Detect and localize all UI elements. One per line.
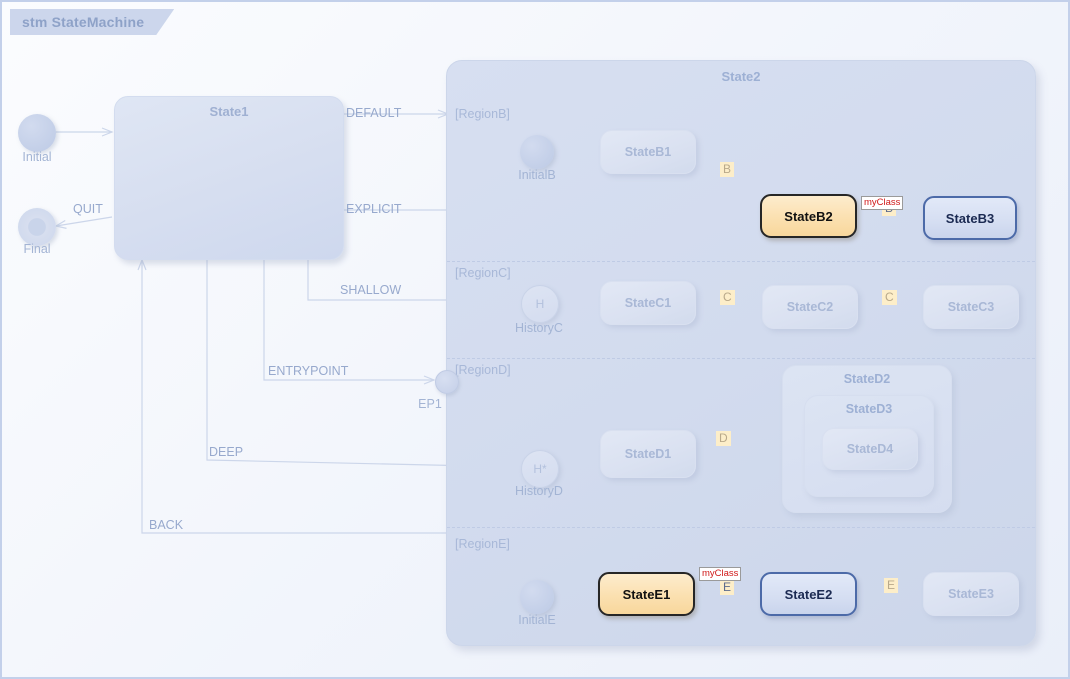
transition-label-explicit: EXPLICIT [346,202,402,216]
state-statec2-label: StateC2 [786,300,834,314]
state-state2-label: State2 [721,69,761,84]
state-stateb2[interactable]: StateB2 [760,194,857,238]
transition-label-default: DEFAULT [346,106,402,120]
state-stated1-label: StateD1 [624,447,672,461]
transition-label-quit: QUIT [73,202,103,216]
pseudostate-initial-e[interactable] [520,580,554,614]
transition-label-deep: DEEP [209,445,244,459]
state-statec1-label: StateC1 [624,296,672,310]
tooltip-myclass-b: myClass [861,196,904,210]
state-statec3-label: StateC3 [947,300,995,314]
transition-label-back: BACK [149,518,184,532]
transition-label-entrypoint: ENTRYPOINT [268,364,349,378]
diagram-header-tab: stm StateMachine [10,9,174,35]
region-label-e: [RegionE] [455,537,510,551]
region-divider-b-c [447,261,1035,262]
region-label-c: [RegionC] [455,266,511,280]
pseudostate-initial-b[interactable] [520,135,554,169]
state-statee2-label: StateE2 [784,586,833,602]
history-d-glyph: H* [533,462,547,476]
event-chip-c2: C [882,290,897,305]
event-chip-c1: C [720,290,735,305]
pseudostate-initial-e-label: InitialE [518,613,556,627]
state-stateb2-label: StateB2 [784,208,833,224]
pseudostate-history-c-label: HistoryC [515,321,563,335]
region-label-b: [RegionB] [455,107,510,121]
history-c-glyph: H [535,297,545,311]
state-stated4[interactable]: StateD4 [822,428,918,470]
pseudostate-entry-ep1-label: EP1 [418,397,442,411]
state-statec3[interactable]: StateC3 [923,285,1019,329]
state-statee3[interactable]: StateE3 [923,572,1019,616]
state-stateb3[interactable]: StateB3 [923,196,1017,240]
pseudostate-history-d[interactable]: H* [521,450,559,488]
state-state1-label: State1 [209,104,249,119]
transition-label-shallow: SHALLOW [340,283,402,297]
pseudostate-initial[interactable] [18,114,56,152]
region-label-d: [RegionD] [455,363,511,377]
state-stateb1-label: StateB1 [624,145,672,159]
pseudostate-final-label: Final [23,242,51,256]
pseudostate-final[interactable] [18,208,56,246]
state-statee1-label: StateE1 [622,586,671,602]
state-stated4-label: StateD4 [846,442,894,456]
event-chip-d1: D [716,431,731,446]
event-chip-b1: B [720,162,735,177]
state-state1[interactable]: State1 [114,96,344,260]
state-stateb3-label: StateB3 [945,210,995,226]
state-statec1[interactable]: StateC1 [600,281,696,325]
tooltip-myclass-e: myClass [699,567,742,581]
event-chip-e1: E [720,580,735,595]
state-statee3-label: StateE3 [948,587,994,601]
region-divider-d-e [447,527,1035,528]
state-stateb1[interactable]: StateB1 [600,130,696,174]
state-stated2-label: StateD2 [843,372,891,386]
state-statee1[interactable]: StateE1 [598,572,695,616]
region-divider-c-d [447,358,1035,359]
pseudostate-initial-b-label: InitialB [518,168,556,182]
pseudostate-history-c[interactable]: H [521,285,559,323]
pseudostate-history-d-label: HistoryD [515,484,563,498]
state-stated1[interactable]: StateD1 [600,430,696,478]
state-statec2[interactable]: StateC2 [762,285,858,329]
event-chip-e2: E [884,578,899,593]
pseudostate-entry-ep1[interactable] [435,370,459,394]
pseudostate-initial-label: Initial [22,150,52,164]
state-statee2[interactable]: StateE2 [760,572,857,616]
state-stated3-label: StateD3 [845,402,893,416]
